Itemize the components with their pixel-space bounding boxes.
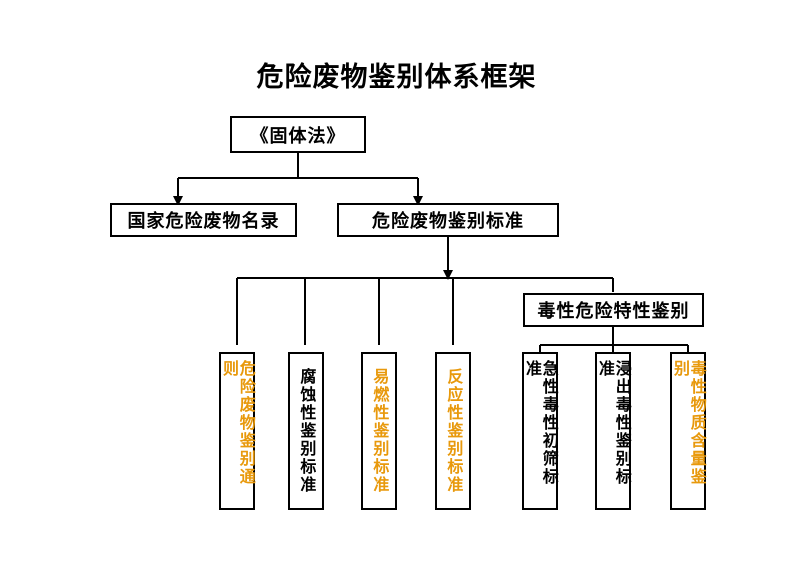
node-national-catalog[interactable]: 国家危险废物名录 [110,203,297,237]
leaf-flammability[interactable]: 易燃性鉴别标准 [361,352,397,510]
node-identification-standard[interactable]: 危险废物鉴别标准 [337,203,559,237]
page-title: 危险废物鉴别体系框架 [256,62,537,93]
node-toxicity-hazard-identification[interactable]: 毒性危险特性鉴别 [523,293,704,327]
leaf-leaching-toxicity[interactable]: 浸出毒性鉴别标准 [595,352,632,510]
leaf-toxic-substance-content[interactable]: 毒性物质含量鉴别 [670,352,707,510]
node-root[interactable]: 《固体法》 [230,116,366,153]
leaf-corrosivity[interactable]: 腐蚀性鉴别标准 [288,352,324,510]
leaf-reactivity[interactable]: 反应性鉴别标准 [435,352,471,510]
leaf-acute-toxicity-screening[interactable]: 急性毒性初筛标准 [522,352,559,510]
leaf-general-rule[interactable]: 危险废物鉴别通则 [219,352,256,510]
